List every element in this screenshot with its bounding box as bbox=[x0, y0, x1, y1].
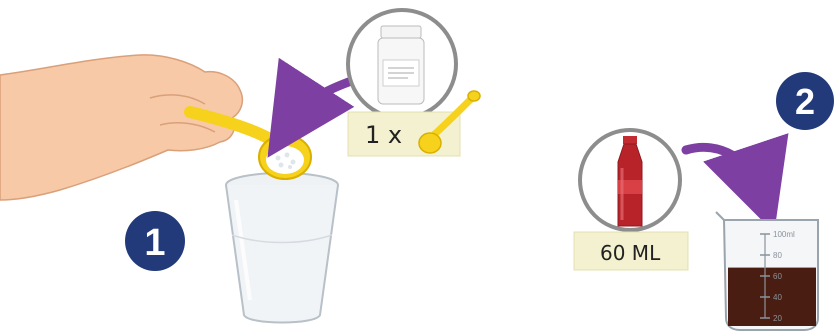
powder-bottle-inset bbox=[348, 10, 456, 118]
plastic-cup bbox=[226, 173, 338, 323]
beaker-tick-label: 100ml bbox=[773, 230, 795, 239]
hand-icon bbox=[0, 55, 242, 200]
volume-label: 60 ML bbox=[600, 241, 661, 265]
beaker-tick-label: 40 bbox=[773, 293, 782, 302]
transfer-arrow-step-2 bbox=[686, 147, 760, 190]
beaker-tick-label: 20 bbox=[773, 314, 782, 323]
step-badge-2: 2 bbox=[776, 72, 834, 130]
beaker-cola-fill bbox=[728, 268, 816, 326]
step-number-2: 2 bbox=[795, 81, 815, 122]
measuring-beaker: 100ml 80 60 40 20 bbox=[716, 212, 818, 330]
beaker-tick-label: 60 bbox=[773, 272, 782, 281]
step-badge-1: 1 bbox=[125, 211, 185, 271]
dose-label: 1 x bbox=[365, 121, 402, 149]
soda-bottle-inset bbox=[580, 130, 680, 230]
beaker-tick-label: 80 bbox=[773, 251, 782, 260]
step-number-1: 1 bbox=[144, 222, 165, 264]
volume-label-card: 60 ML bbox=[574, 232, 688, 270]
